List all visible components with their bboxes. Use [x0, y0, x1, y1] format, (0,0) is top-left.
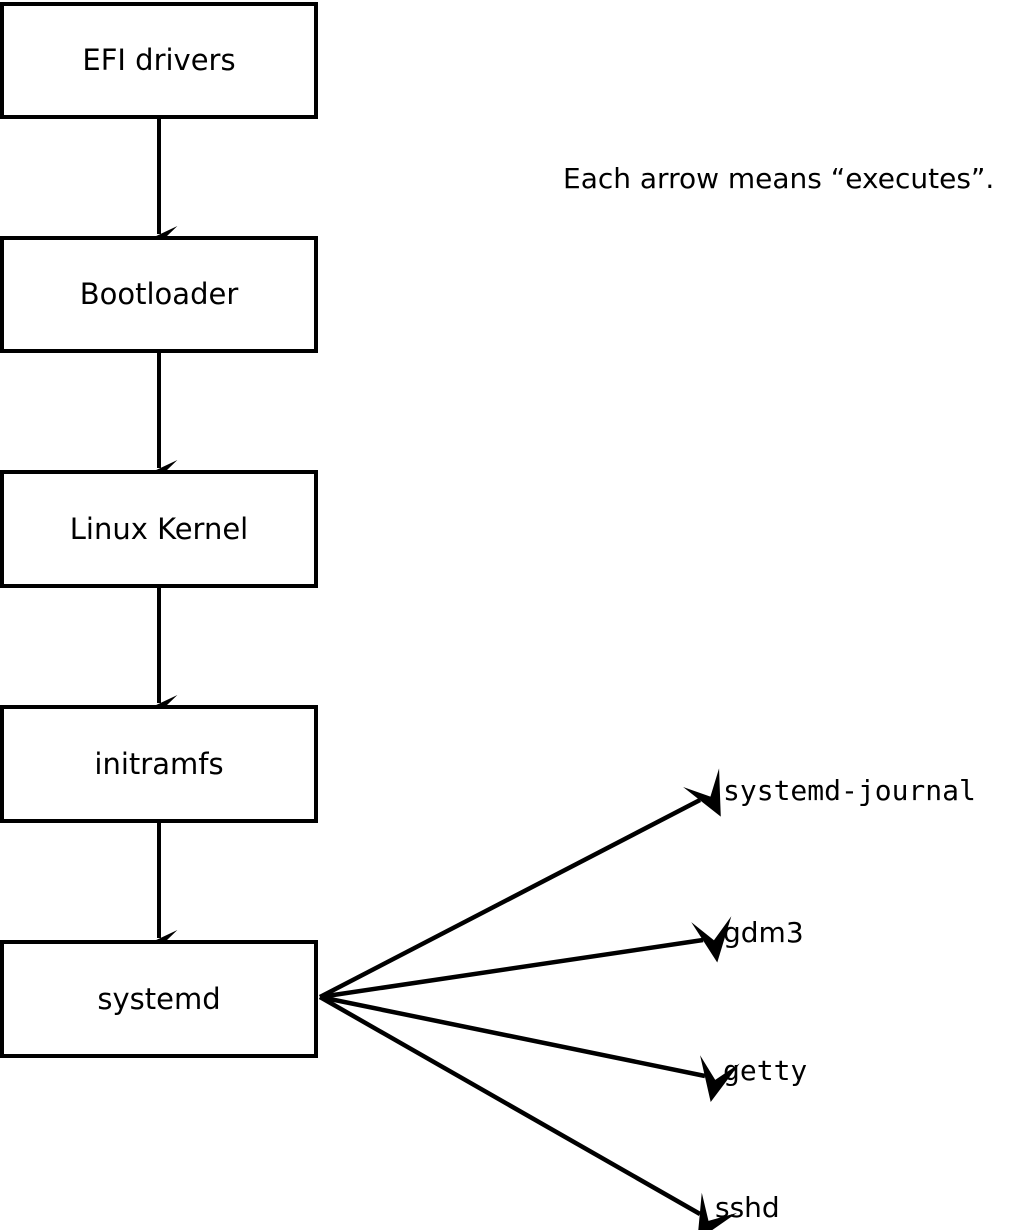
- stage-label-efi-drivers: EFI drivers: [82, 43, 236, 77]
- fanout-arrow-systemd-to-sshd: [318, 995, 737, 1230]
- stage-box-initramfs: initramfs: [0, 705, 318, 823]
- fanout-arrow-systemd-to-systemd-journal: [318, 768, 721, 999]
- stage-box-linux-kernel: Linux Kernel: [0, 470, 318, 588]
- stage-box-bootloader: Bootloader: [0, 236, 318, 353]
- service-label-getty: getty: [723, 1054, 808, 1087]
- service-label-gdm3: gdm3: [723, 916, 804, 949]
- stage-label-initramfs: initramfs: [94, 746, 224, 781]
- stage-label-linux-kernel: Linux Kernel: [69, 511, 249, 546]
- legend-note: Each arrow means “executes”.: [563, 162, 995, 195]
- fanout-arrow-group: [318, 768, 740, 1230]
- fanout-arrow-systemd-to-gdm3: [319, 916, 732, 1000]
- stage-box-systemd: systemd: [0, 940, 318, 1058]
- stage-label-bootloader: Bootloader: [79, 277, 239, 311]
- service-label-systemd-journal: systemd-journal: [723, 774, 976, 807]
- stage-box-efi-drivers: EFI drivers: [0, 2, 318, 119]
- fanout-arrow-systemd-to-getty: [319, 994, 740, 1102]
- service-label-sshd: sshd: [715, 1191, 780, 1224]
- stage-label-systemd: systemd: [97, 981, 221, 1016]
